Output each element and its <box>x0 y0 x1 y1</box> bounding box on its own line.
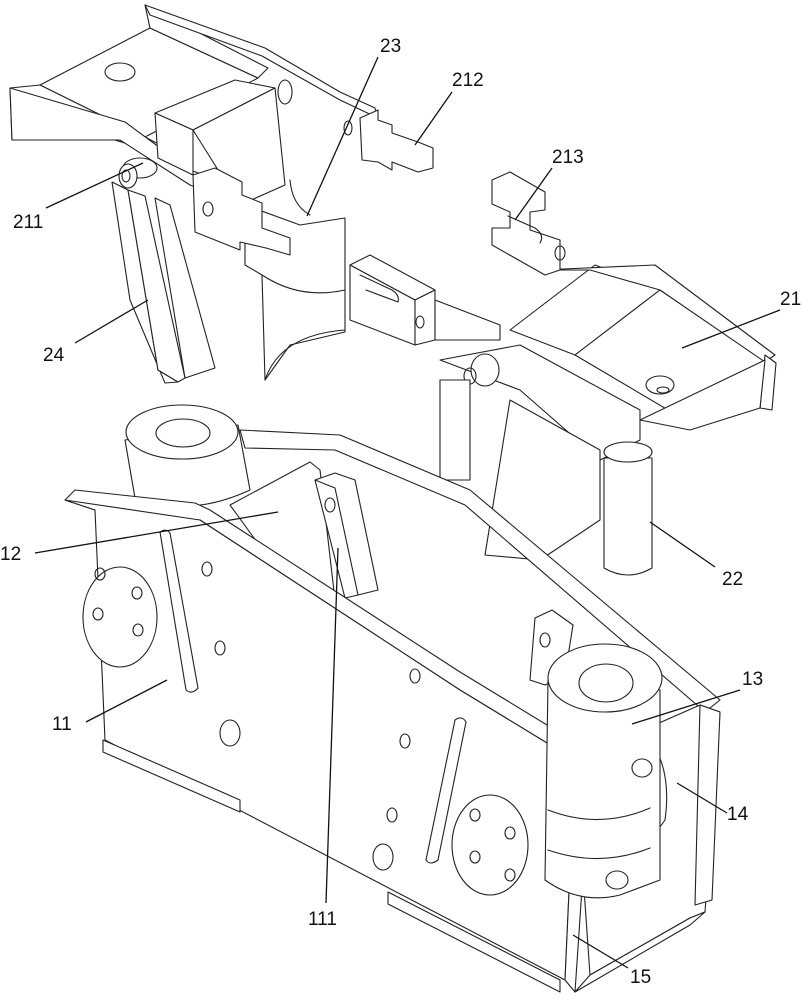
flange-right <box>452 795 528 895</box>
label-111: 111 <box>308 909 337 930</box>
label-211: 211 <box>13 212 43 233</box>
label-14: 14 <box>727 804 749 825</box>
label-21: 21 <box>780 289 801 310</box>
label-23: 23 <box>380 36 401 57</box>
label-12: 12 <box>0 544 21 565</box>
clevis-212 <box>344 110 433 172</box>
back-cylinder <box>125 405 250 506</box>
leader-24 <box>75 300 148 343</box>
upper-assembly <box>10 5 776 575</box>
label-213: 213 <box>552 147 584 168</box>
motor-13 <box>545 644 667 898</box>
label-24: 24 <box>43 345 65 366</box>
label-22: 22 <box>722 569 743 590</box>
label-13: 13 <box>742 669 763 690</box>
leader-22 <box>650 522 715 567</box>
post-22 <box>604 442 652 575</box>
label-212: 212 <box>452 70 484 91</box>
leader-212 <box>415 92 452 145</box>
flange-left <box>83 567 157 667</box>
pin-211 <box>119 158 157 188</box>
middle-bar <box>350 255 500 345</box>
label-15: 15 <box>630 967 651 988</box>
clevis-213 <box>492 172 565 275</box>
label-11: 11 <box>52 714 72 735</box>
